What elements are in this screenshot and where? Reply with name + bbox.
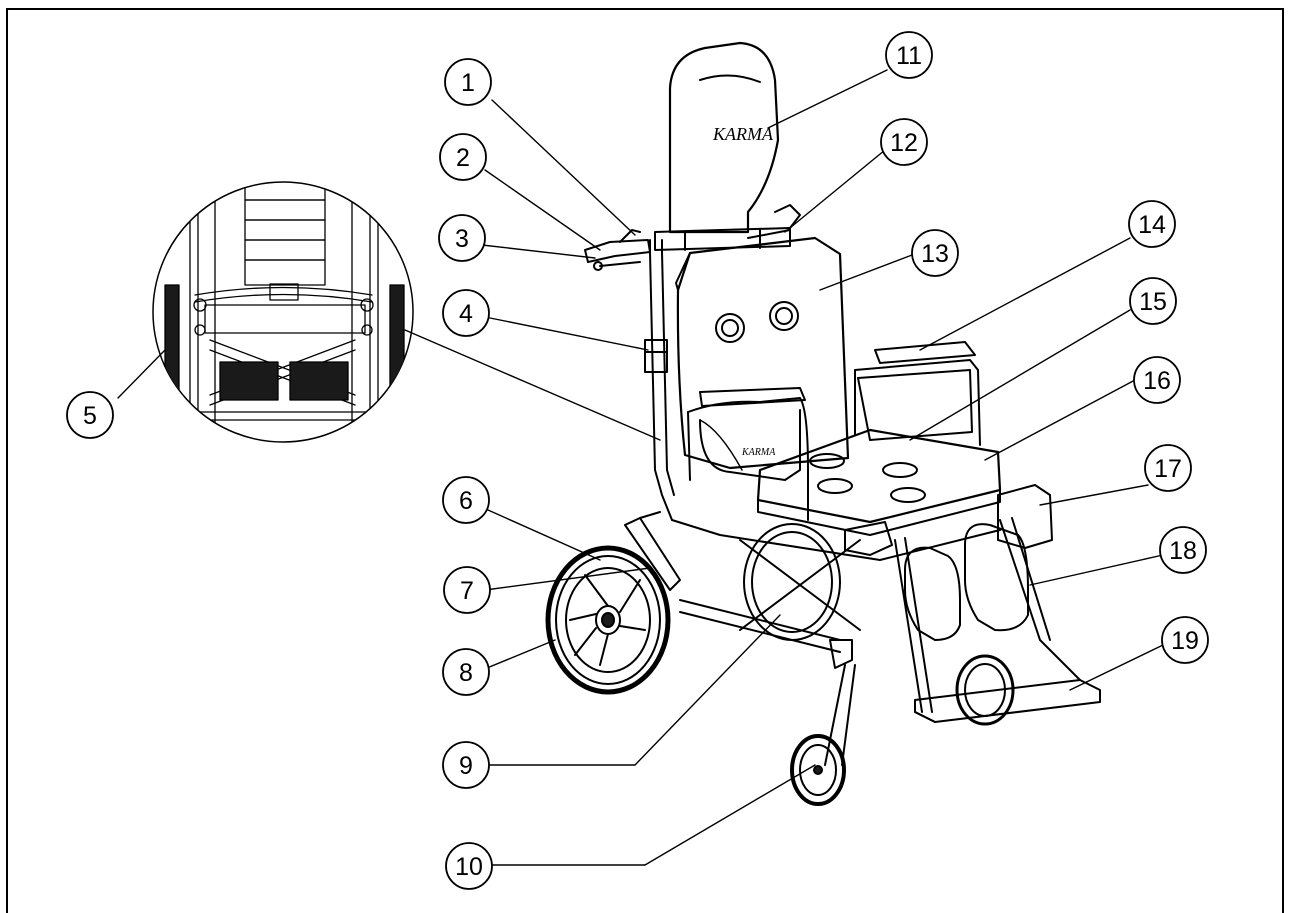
leader-lines <box>117 69 1164 866</box>
callout-label-16: 16 <box>1143 367 1171 395</box>
callout-label-5: 5 <box>83 402 97 430</box>
callout-10 <box>445 842 493 890</box>
callout-label-10: 10 <box>455 853 483 881</box>
callout-label-12: 12 <box>890 129 918 157</box>
callout-label-18: 18 <box>1169 537 1197 565</box>
callout-12 <box>880 118 928 166</box>
callout-1 <box>444 58 492 106</box>
callout-5 <box>66 391 114 439</box>
callout-label-11: 11 <box>896 42 922 70</box>
callout-label-9: 9 <box>459 752 473 780</box>
detail-inset <box>152 181 414 443</box>
callout-6 <box>442 476 490 524</box>
callout-labels: 1 2 3 4 5 6 7 8 9 10 11 12 13 14 15 16 1… <box>83 42 1199 881</box>
callout-17 <box>1144 444 1192 492</box>
callout-label-1: 1 <box>461 69 475 97</box>
callout-4 <box>442 289 490 337</box>
callout-label-7: 7 <box>460 577 474 605</box>
callout-label-15: 15 <box>1139 288 1167 316</box>
callout-label-2: 2 <box>456 144 470 172</box>
callout-9 <box>442 741 490 789</box>
callout-19 <box>1161 616 1209 664</box>
callout-7 <box>443 566 491 614</box>
diagram-frame <box>6 8 1284 913</box>
callout-label-17: 17 <box>1154 455 1182 483</box>
callout-label-13: 13 <box>921 240 949 268</box>
callout-18 <box>1159 526 1207 574</box>
callout-13 <box>911 229 959 277</box>
callout-8 <box>442 648 490 696</box>
wheelchair-illustration: KARMA KARMA <box>545 41 1101 806</box>
callout-3 <box>438 214 486 262</box>
callout-label-3: 3 <box>455 225 469 253</box>
callout-label-8: 8 <box>459 659 473 687</box>
callout-11 <box>885 31 933 79</box>
callout-label-6: 6 <box>459 487 473 515</box>
callout-14 <box>1128 200 1176 248</box>
callout-label-14: 14 <box>1138 211 1166 239</box>
callout-label-19: 19 <box>1171 627 1199 655</box>
callout-2 <box>439 133 487 181</box>
callout-circles <box>66 31 1209 890</box>
callout-15 <box>1129 277 1177 325</box>
headrest-brand-label: KARMA <box>712 124 774 144</box>
callout-16 <box>1133 356 1181 404</box>
callout-label-4: 4 <box>459 300 473 328</box>
side-panel-brand-label: KARMA <box>741 447 776 458</box>
